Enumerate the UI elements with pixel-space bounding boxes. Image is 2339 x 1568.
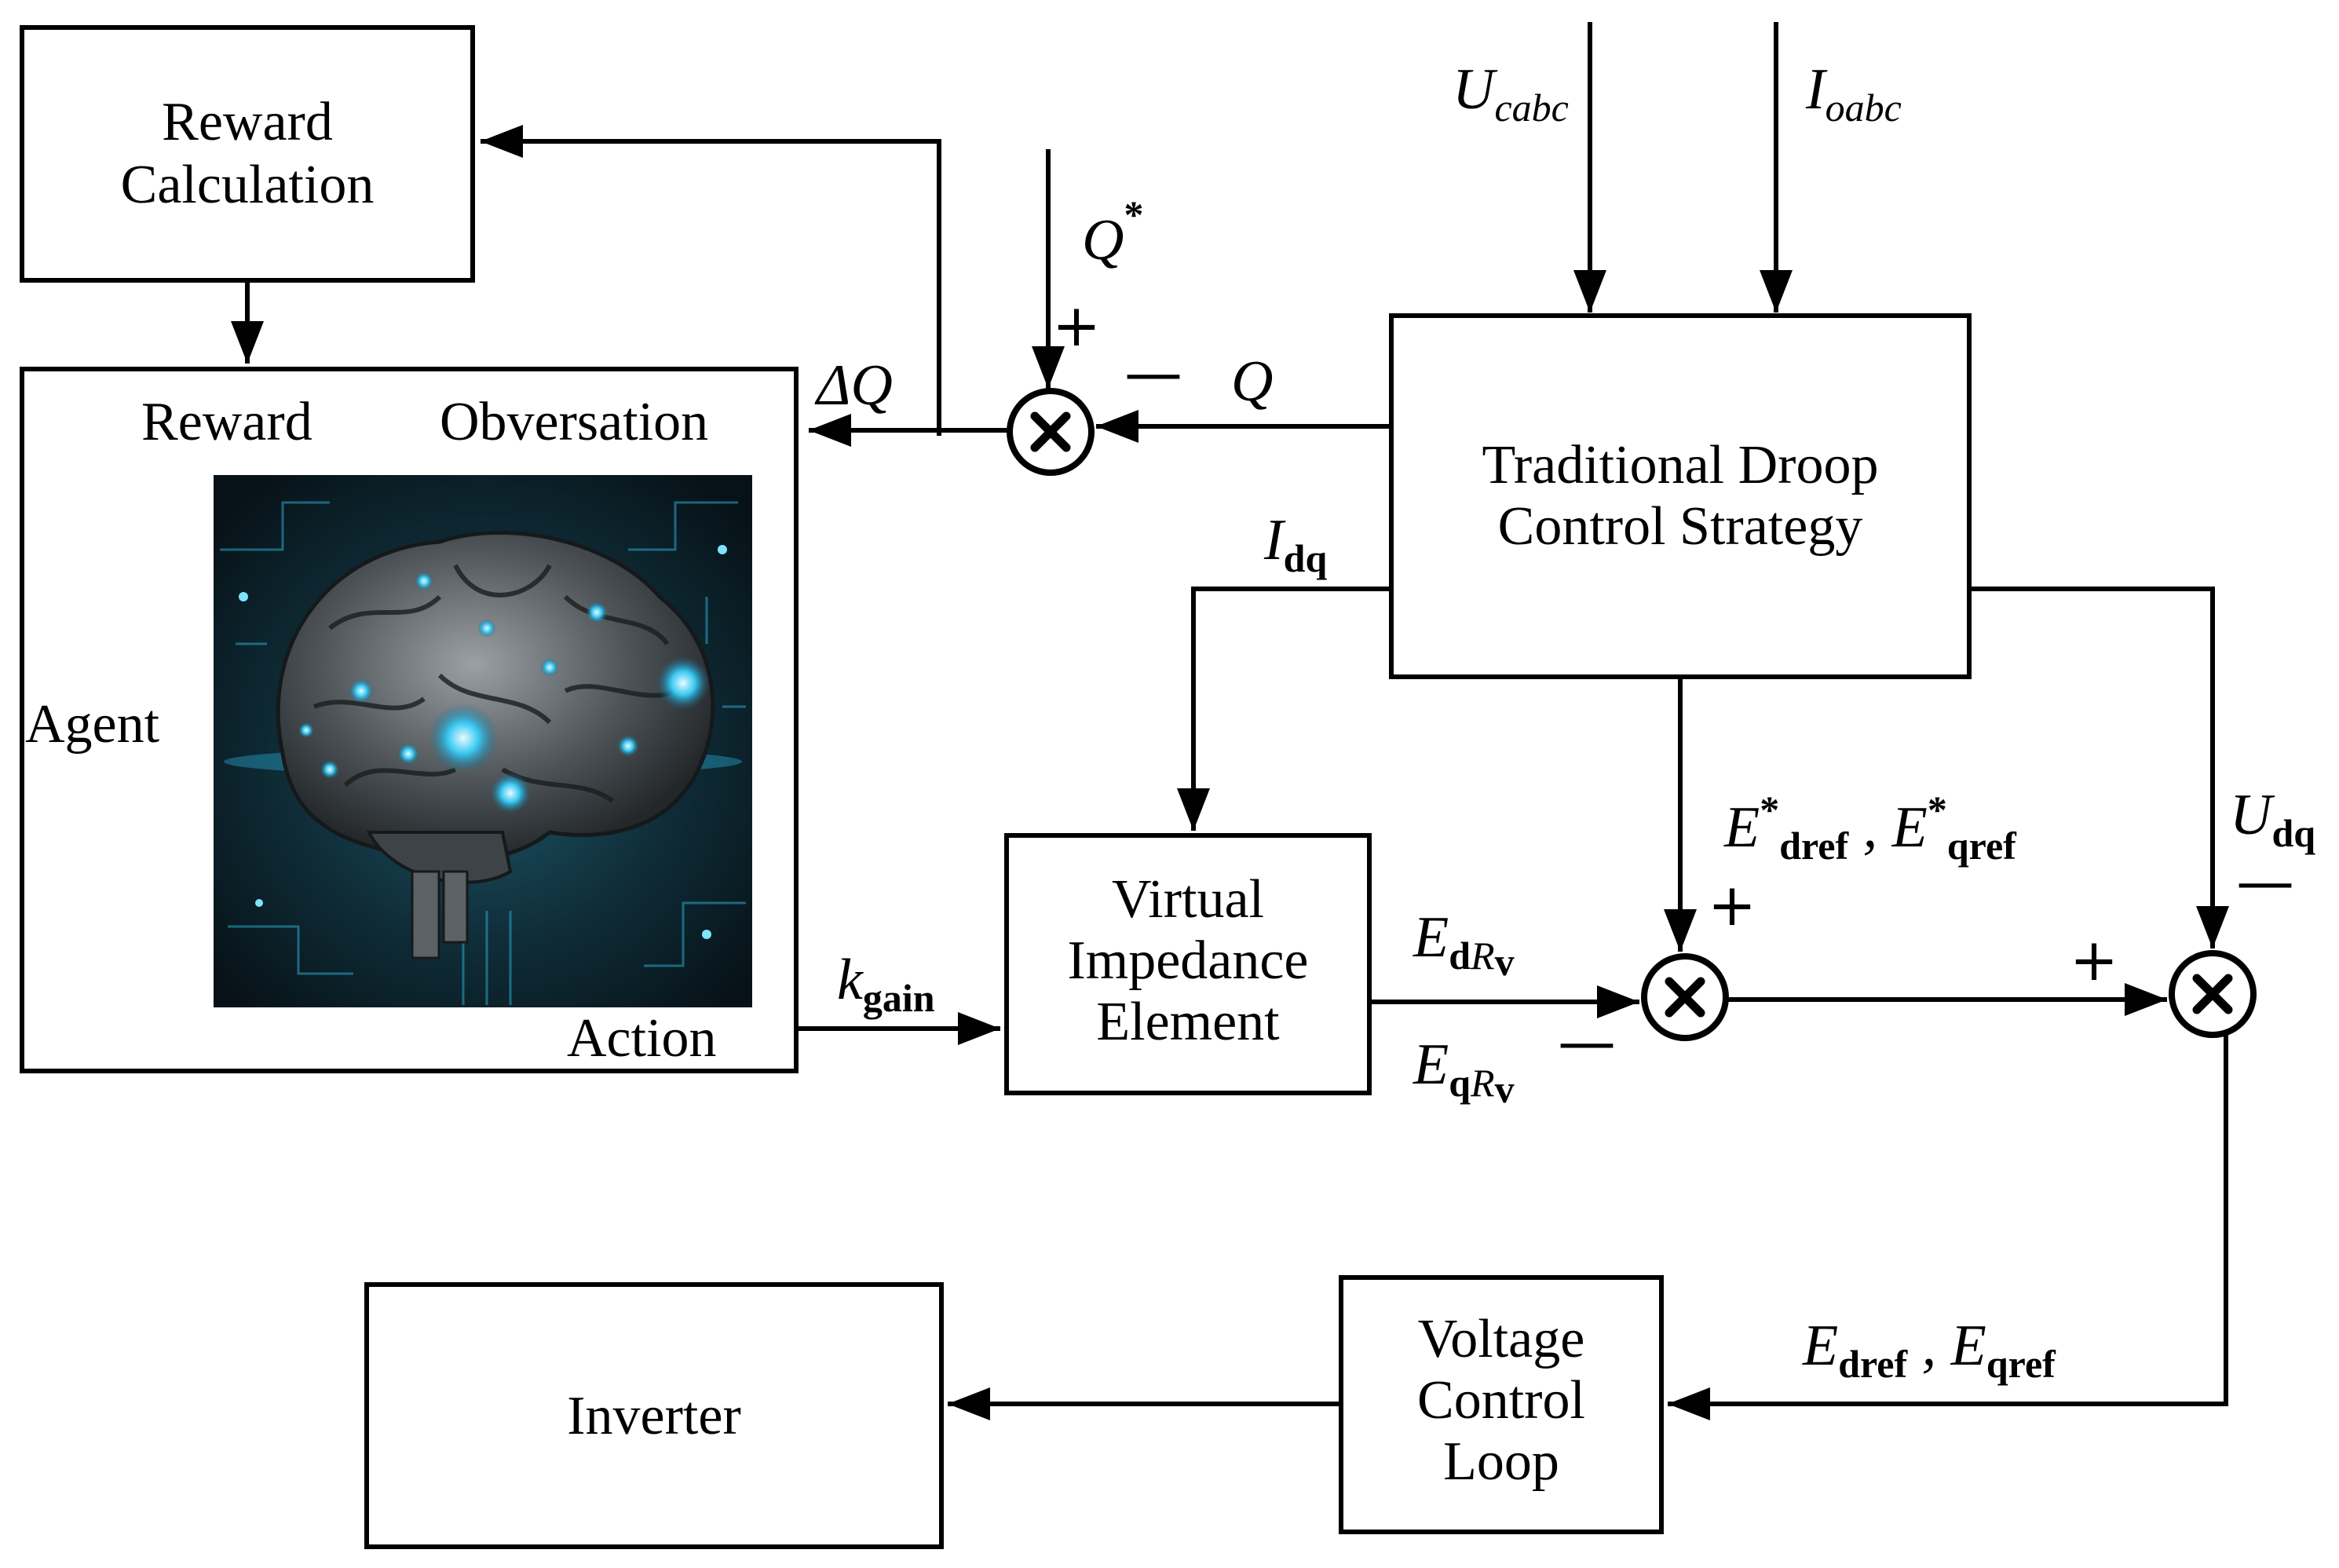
traditional-droop-block: Traditional Droop Control Strategy bbox=[1389, 313, 1972, 679]
voltage-control-loop-block: Voltage Control Loop bbox=[1339, 1275, 1664, 1534]
ai-brain-illustration bbox=[214, 475, 752, 1007]
e-drv-label: EdRv bbox=[1413, 905, 1515, 984]
voltage-loop-label-line3: Loop bbox=[1443, 1431, 1559, 1492]
e-ref-label: Edref , Eqref bbox=[1802, 1314, 2056, 1386]
virtual-impedance-label-line3: Element bbox=[1096, 992, 1280, 1052]
e2-junction-plus-sign: + bbox=[2070, 927, 2118, 994]
i-dq-wire bbox=[1177, 587, 1391, 831]
signal-wires bbox=[231, 22, 2229, 1420]
traditional-droop-label-line1: Traditional Droop bbox=[1482, 435, 1879, 495]
e-qrv-label: EqRv bbox=[1413, 1033, 1515, 1111]
reward-feedback-wire bbox=[481, 125, 941, 436]
inverter-label: Inverter bbox=[567, 1386, 741, 1446]
voltage-loop-label-line2: Control bbox=[1417, 1370, 1585, 1431]
k-gain-label: kgain bbox=[837, 948, 935, 1020]
voltage-loop-label-line1: Voltage bbox=[1418, 1309, 1585, 1369]
glowing-nodes-decoration bbox=[239, 545, 727, 939]
reward-calculation-label-line2: Calculation bbox=[121, 155, 375, 215]
reward-calculation-label-line1: Reward bbox=[162, 92, 333, 152]
q-label: Q bbox=[1231, 349, 1273, 414]
summing-junction-q bbox=[1007, 388, 1095, 476]
i-dq-label: Idq bbox=[1263, 508, 1327, 580]
e2-junction-minus-sign: — bbox=[2236, 848, 2294, 916]
agent-action-label: Action bbox=[567, 1008, 717, 1069]
agent-reward-label: Reward bbox=[141, 392, 312, 452]
inverter-block: Inverter bbox=[364, 1282, 944, 1549]
e1-junction-minus-sign: — bbox=[1558, 1008, 1616, 1076]
agent-title-label: Agent bbox=[25, 694, 160, 755]
q-star-label: Q* bbox=[1082, 192, 1143, 272]
u-dq-wire bbox=[1969, 587, 2229, 948]
u-cabc-label: Ucabc bbox=[1453, 57, 1569, 130]
traditional-droop-label-line2: Control Strategy bbox=[1498, 496, 1863, 557]
agent-observation-label: Obversation bbox=[440, 392, 708, 452]
delta-q-label: ΔQ bbox=[814, 353, 893, 418]
q-junction-minus-sign: — bbox=[1124, 339, 1182, 407]
u-dq-label: Udq bbox=[2230, 783, 2315, 855]
q-junction-plus-sign: + bbox=[1052, 292, 1101, 360]
summing-junction-e1 bbox=[1641, 953, 1729, 1041]
e1-junction-plus-sign: + bbox=[1708, 872, 1756, 939]
virtual-impedance-label-line2: Impedance bbox=[1067, 930, 1308, 991]
virtual-impedance-block: Virtual Impedance Element bbox=[1004, 833, 1372, 1095]
agent-block: Reward Obversation Agent Action bbox=[20, 367, 799, 1073]
e-ref-wire bbox=[1668, 1035, 2228, 1420]
i-oabc-label: Ioabc bbox=[1805, 57, 1902, 130]
summing-junction-e2 bbox=[2169, 950, 2257, 1038]
e-ref-star-label: E*dref , E*qref bbox=[1723, 788, 2017, 868]
virtual-impedance-label-line1: Virtual bbox=[1112, 869, 1264, 930]
reward-calculation-block: Reward Calculation bbox=[20, 25, 475, 283]
